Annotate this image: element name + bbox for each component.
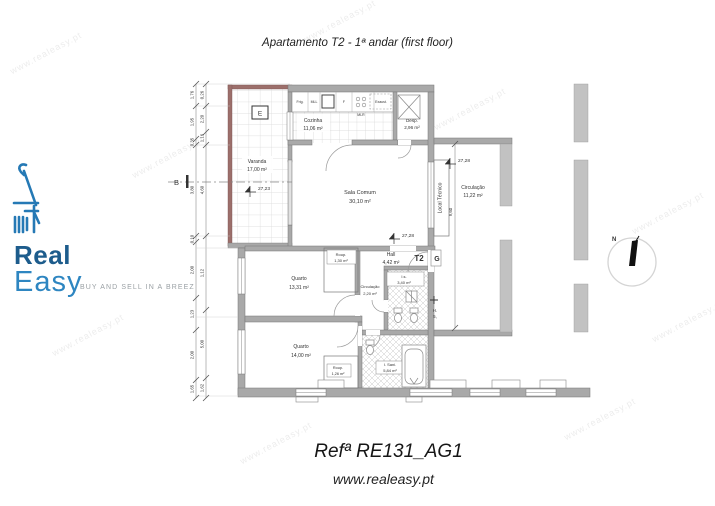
reference-code: Refª RE131_AG1: [314, 441, 463, 462]
svg-text:Circulação: Circulação: [361, 284, 381, 289]
svg-text:5,: 5,: [433, 314, 437, 319]
svg-text:I.s.: I.s.: [401, 274, 406, 279]
svg-text:Roup.: Roup.: [336, 252, 347, 257]
plan-annotations: E T2 G H. 5,: [251, 105, 440, 319]
svg-text:27,28: 27,28: [458, 158, 470, 164]
svg-text:17,00 m²: 17,00 m²: [247, 167, 267, 173]
svg-text:Frig.: Frig.: [297, 100, 304, 104]
svg-text:5,00: 5,00: [200, 339, 205, 348]
realeasy-logo-icon: [12, 163, 41, 234]
common-wall-fragments: [499, 83, 589, 333]
svg-text:1,16: 1,16: [200, 133, 205, 142]
section-line: B: [168, 175, 292, 188]
svg-text:Cozinha: Cozinha: [304, 118, 323, 124]
svg-text:Exaust.: Exaust.: [375, 100, 387, 104]
svg-text:4,60: 4,60: [200, 185, 205, 194]
gas-meter-label: G: [434, 256, 440, 263]
svg-text:1,65: 1,65: [190, 384, 195, 393]
svg-text:3,80: 3,80: [190, 185, 195, 194]
electrical-box-label: E: [258, 111, 263, 118]
svg-text:Roup.: Roup.: [333, 366, 343, 370]
svg-text:2,00: 2,00: [190, 350, 195, 359]
kitchen-counter: Frig. MLL F MLR Exaust.: [291, 91, 394, 117]
svg-text:1,62: 1,62: [200, 383, 205, 392]
dimension-lines: 1,76 1,95 0,35 3,80 0,10 2,00 1,23 2,00 …: [190, 80, 459, 402]
svg-text:MLR: MLR: [357, 113, 365, 117]
bathroom-fixtures: [365, 290, 427, 388]
svg-text:27,28: 27,28: [402, 233, 414, 239]
brand-name-easy: Easy: [14, 266, 83, 298]
website-url: www.realeasy.pt: [333, 471, 434, 487]
svg-text:0,35: 0,35: [190, 137, 195, 146]
svg-text:F: F: [343, 100, 345, 104]
svg-text:13,31 m²: 13,31 m²: [289, 285, 309, 291]
svg-text:Quarto: Quarto: [291, 276, 307, 282]
page-title: Apartamento T2 - 1ª andar (first floor): [262, 37, 453, 49]
svg-text:30,10 m²: 30,10 m²: [349, 199, 371, 205]
svg-text:4,42 m²: 4,42 m²: [383, 260, 400, 266]
svg-text:11,22 m²: 11,22 m²: [463, 193, 483, 199]
north-label: N: [612, 237, 616, 243]
room-labels: Varanda 17,00 m² Cozinha 11,06 m² Desp. …: [247, 118, 485, 376]
svg-text:3,40 m²: 3,40 m²: [397, 280, 411, 285]
appliance-labels: Frig. MLL F MLR Exaust.: [297, 100, 387, 117]
svg-text:Desp.: Desp.: [406, 118, 418, 123]
svg-text:0,26: 0,26: [200, 90, 205, 99]
window-glazing-lines: [241, 112, 556, 393]
dimension-values: 1,76 1,95 0,35 3,80 0,10 2,00 1,23 2,00 …: [190, 90, 205, 393]
svg-text:11,06 m²: 11,06 m²: [303, 126, 323, 132]
svg-text:1,95: 1,95: [190, 117, 195, 126]
svg-text:1,26 m²: 1,26 m²: [332, 372, 346, 376]
radiators: [295, 249, 567, 403]
svg-text:2,20 m²: 2,20 m²: [363, 291, 377, 296]
svg-text:I. Sani.: I. Sani.: [384, 362, 396, 367]
svg-text:MLL: MLL: [311, 100, 318, 104]
svg-text:2,00: 2,00: [190, 265, 195, 274]
north-arrow-icon: N: [607, 235, 657, 287]
svg-text:Sala Comum: Sala Comum: [344, 190, 376, 196]
svg-text:14,00 m²: 14,00 m²: [291, 353, 311, 359]
svg-text:H.: H.: [433, 308, 437, 313]
shaft-x-box: [397, 94, 421, 120]
corridor-dimension: 9,60: [448, 207, 453, 216]
svg-text:5,84 m²: 5,84 m²: [383, 368, 397, 373]
section-label: B: [174, 178, 179, 187]
svg-text:Circulação: Circulação: [461, 185, 485, 191]
svg-text:27,23: 27,23: [258, 186, 270, 192]
svg-text:2,20: 2,20: [200, 114, 205, 123]
svg-text:1,76: 1,76: [190, 90, 195, 99]
local-tecnico-shaft: [433, 159, 450, 237]
brand-name-real: Real: [14, 240, 71, 270]
local-tecnico-label: Local Técnico: [438, 182, 444, 213]
svg-text:2,96 m²: 2,96 m²: [404, 125, 420, 130]
svg-text:Hall: Hall: [387, 252, 396, 258]
svg-text:1,12: 1,12: [200, 268, 205, 277]
svg-text:1,30 m²: 1,30 m²: [334, 258, 348, 263]
svg-text:Varanda: Varanda: [248, 159, 267, 165]
svg-text:1,23: 1,23: [190, 309, 195, 318]
brand-tagline: BUY AND SELL IN A BREEZ: [80, 284, 195, 291]
level-marks: 27,23 27,28 27,28: [244, 157, 470, 245]
brand-logo: Real Easy BUY AND SELL IN A BREEZ: [12, 158, 212, 298]
unit-type-label: T2: [414, 254, 424, 263]
svg-text:Quarto: Quarto: [293, 344, 309, 350]
svg-text:0,10: 0,10: [190, 234, 195, 243]
